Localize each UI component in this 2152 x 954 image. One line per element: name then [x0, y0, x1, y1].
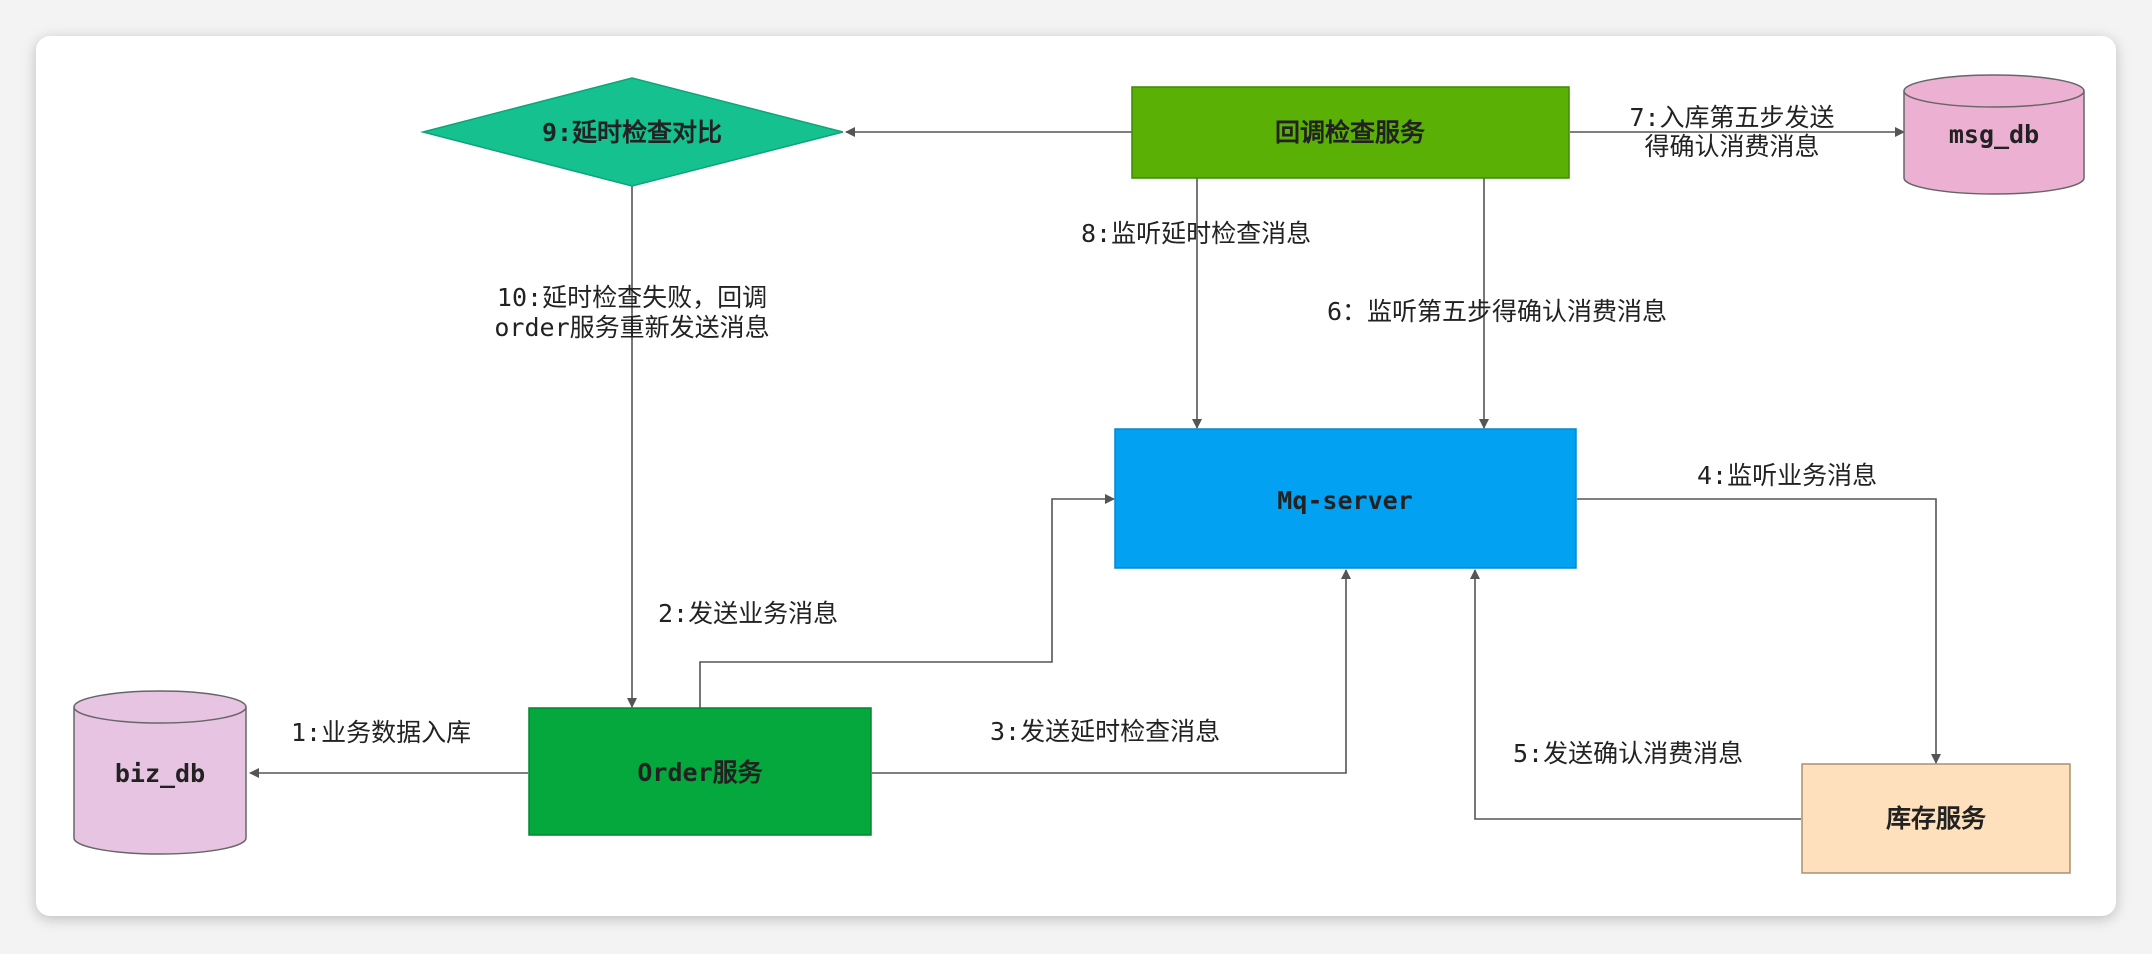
edge-6-label: 6：监听第五步得确认消费消息	[1327, 297, 1667, 326]
delay-check-label: 9:延时检查对比	[542, 118, 722, 147]
edge-5-inventory-to-mq	[1470, 569, 1801, 820]
order-service-box[interactable]	[528, 707, 872, 836]
edge-10-label-line2: order服务重新发送消息	[494, 313, 769, 342]
callback-service-box[interactable]	[1131, 86, 1570, 179]
callback-service-label: 回调检查服务	[1275, 118, 1425, 147]
biz-db-cylinder[interactable]	[73, 690, 247, 855]
edge-2-order-to-mq	[699, 494, 1115, 708]
edge-5-label: 5:发送确认消费消息	[1513, 739, 1743, 768]
edge-7-label-line1: 7:入库第五步发送	[1629, 103, 1834, 132]
edge-7-label-line2: 得确认消费消息	[1644, 132, 1819, 161]
msg-db-label: msg_db	[1949, 120, 2039, 149]
edge-4-mq-to-inventory	[1577, 498, 1941, 764]
inventory-service-box[interactable]	[1801, 763, 2071, 874]
msg-db-cylinder[interactable]	[1903, 74, 2085, 195]
edge-3-label: 3:发送延时检查消息	[990, 717, 1220, 746]
inventory-service-label: 库存服务	[1886, 804, 1986, 833]
delay-check-diamond[interactable]	[420, 77, 844, 187]
edge-3-order-to-mq	[872, 569, 1351, 774]
edge-4-label: 4:监听业务消息	[1697, 461, 1877, 490]
edge-8-label: 8:监听延时检查消息	[1081, 219, 1311, 248]
mq-server-box[interactable]	[1114, 428, 1577, 569]
edge-1-label: 1:业务数据入库	[291, 718, 471, 747]
biz-db-label: biz_db	[115, 759, 205, 788]
edge-2-label: 2:发送业务消息	[658, 599, 838, 628]
order-service-label: Order服务	[637, 758, 762, 787]
mq-server-label: Mq-server	[1277, 486, 1412, 515]
edge-10-label-line1: 10:延时检查失败，回调	[497, 283, 767, 312]
diagram-card	[36, 36, 2116, 916]
